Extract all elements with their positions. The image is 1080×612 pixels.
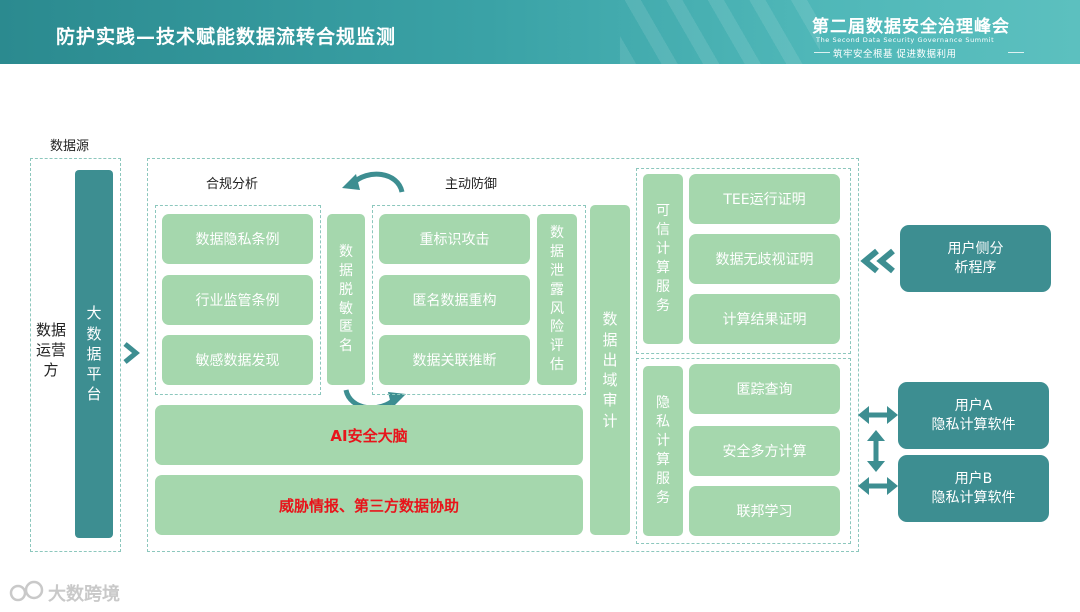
double-chevron-left-icon — [860, 248, 895, 274]
industry-regulation-box: 行业监管条例 — [162, 275, 313, 325]
double-arrow-horizontal-icon — [858, 406, 898, 424]
secure-mpc-box: 安全多方计算 — [689, 426, 840, 476]
anonymous-data-reconstruction-box: 匿名数据重构 — [379, 275, 530, 325]
private-query-box: 匿踪查询 — [689, 364, 840, 414]
data-leak-risk-assessment-box: 数据泄露风险评估 — [537, 214, 577, 385]
privacy-computing-service-box: 隐私计算服务 — [643, 366, 683, 536]
data-correlation-inference-box: 数据关联推断 — [379, 335, 530, 385]
user-b-name: 用户B — [954, 470, 993, 487]
federated-learning-box: 联邦学习 — [689, 486, 840, 536]
tee-attestation-box: TEE运行证明 — [689, 174, 840, 224]
data-source-label: 数据源 — [50, 139, 90, 154]
user-a-name: 用户A — [954, 397, 993, 414]
non-discrimination-proof-box: 数据无歧视证明 — [689, 234, 840, 284]
big-data-platform: 大数据平台 — [75, 170, 113, 538]
trusted-computing-service-box: 可信计算服务 — [643, 174, 683, 344]
user-analysis-program-label: 用户侧分析程序 — [947, 240, 1004, 276]
double-arrow-vertical-icon — [867, 430, 885, 472]
defense-frame — [372, 205, 586, 395]
summit-slogan: 筑牢安全根基 促进数据利用 — [833, 49, 957, 60]
watermark-logo-icon — [9, 580, 44, 602]
header-banner — [0, 0, 1080, 64]
privacy-computing-frame — [636, 358, 851, 544]
data-operator-label: 数据运营方 — [36, 320, 67, 380]
main-frame — [147, 158, 859, 552]
user-analysis-program-box: 用户侧分析程序 — [900, 225, 1051, 292]
user-b-box: 用户B 隐私计算软件 — [898, 455, 1049, 522]
result-proof-box: 计算结果证明 — [689, 294, 840, 344]
trusted-computing-frame — [636, 168, 851, 354]
user-a-software: 隐私计算软件 — [931, 416, 1016, 433]
data-desensitization-box: 数据脱敏匿名 — [327, 214, 365, 385]
compliance-frame — [155, 205, 321, 395]
sensitive-data-discovery-box: 敏感数据发现 — [162, 335, 313, 385]
page-title: 防护实践—技术赋能数据流转合规监测 — [56, 26, 397, 48]
ai-security-brain-box: AI安全大脑 — [155, 405, 583, 465]
chevron-right-icon — [123, 342, 140, 364]
active-defense-label: 主动防御 — [445, 177, 498, 192]
data-export-audit-box: 数据出域审计 — [590, 205, 630, 535]
reidentification-attack-box: 重标识攻击 — [379, 214, 530, 264]
cycle-arrow-top-icon — [342, 171, 405, 193]
slogan-line-left — [814, 52, 830, 53]
data-source-frame — [30, 158, 121, 552]
header-decoration — [620, 0, 820, 64]
watermark-text: 大数跨境 — [48, 584, 120, 605]
privacy-regulation-box: 数据隐私条例 — [162, 214, 313, 264]
slogan-line-right — [1008, 52, 1024, 53]
threat-intelligence-box: 威胁情报、第三方数据协助 — [155, 475, 583, 535]
summit-english-name: The Second Data Security Governance Summ… — [816, 36, 995, 44]
user-a-box: 用户A 隐私计算软件 — [898, 382, 1049, 449]
summit-name: 第二届数据安全治理峰会 — [812, 17, 1010, 37]
compliance-analysis-label: 合规分析 — [206, 177, 259, 192]
double-arrow-horizontal-icon-b — [858, 477, 898, 495]
user-b-software: 隐私计算软件 — [931, 489, 1016, 506]
